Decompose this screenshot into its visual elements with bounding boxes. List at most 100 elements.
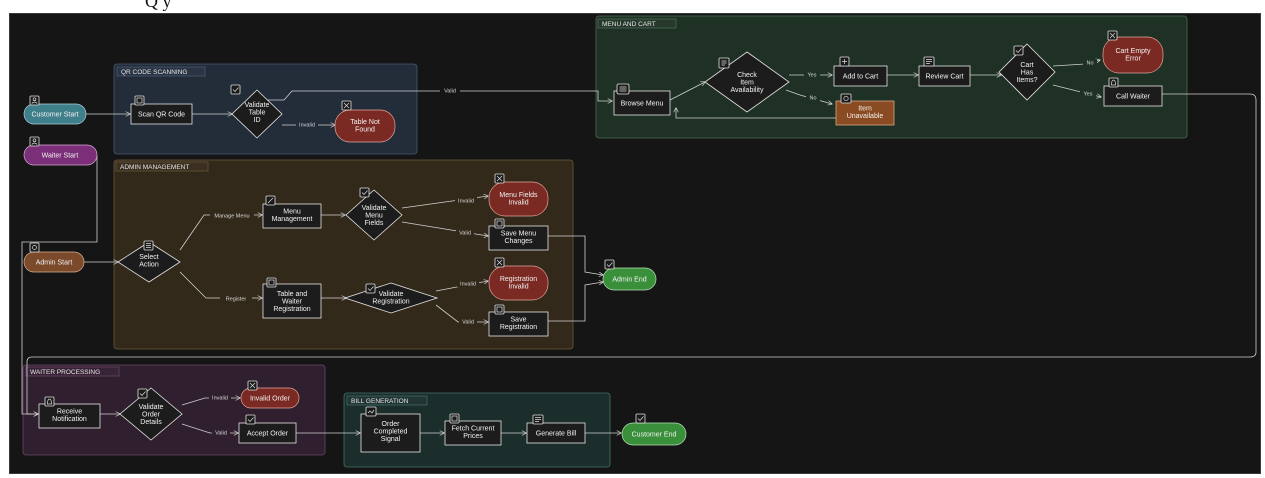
edge-label-valid-reg: Valid xyxy=(462,320,474,326)
node-label-line: Invalid xyxy=(508,200,528,207)
node-admin-start: Admin Start xyxy=(23,251,85,273)
node-customer-start: Customer Start xyxy=(23,103,87,125)
edge-label-valid-qr: Valid xyxy=(444,89,456,95)
node-accept-order: Accept Order xyxy=(238,422,297,444)
list-icon xyxy=(143,240,154,251)
check-icon xyxy=(245,414,256,425)
node-invalid-order: Invalid Order xyxy=(240,387,300,409)
node-label-line: Admin Start xyxy=(36,260,73,267)
node-customer-end: Customer End xyxy=(621,422,687,446)
node-label-line: Registration xyxy=(500,324,537,331)
edge-validate-reg-valid xyxy=(435,304,488,322)
bell-icon xyxy=(1108,77,1119,88)
node-label-line: Waiter xyxy=(282,299,303,306)
node-label-line: Item xyxy=(740,80,754,87)
node-label-line: Scan QR Code xyxy=(138,112,185,119)
user-icon xyxy=(29,95,40,106)
edge-label-valid-menu: Valid xyxy=(459,231,471,237)
node-label-waiter-start: Waiter Start xyxy=(42,153,79,160)
node-label-line: Receive xyxy=(57,409,82,416)
edge-save-reg-to-end xyxy=(548,282,603,322)
node-label-line: Cart xyxy=(1020,62,1033,69)
edge-save-menu-to-end xyxy=(548,235,603,275)
node-label-line: Order xyxy=(142,412,161,419)
save-icon xyxy=(494,218,505,229)
edge-validate-table-valid xyxy=(267,90,612,102)
close-icon xyxy=(247,380,258,391)
node-label-line: Prices xyxy=(463,433,483,440)
node-label-line: Details xyxy=(140,419,162,426)
node-label-line: Save Menu xyxy=(501,231,537,238)
edge-label-yes-cart: Yes xyxy=(1084,92,1093,98)
edit-icon xyxy=(265,195,276,206)
node-label-line: Fetch Current xyxy=(452,426,495,433)
node-label-line: Add to Cart xyxy=(843,74,878,81)
node-label-admin-start: Admin Start xyxy=(36,260,73,267)
node-label-call-waiter: Call Waiter xyxy=(1116,94,1151,101)
close-icon xyxy=(494,257,505,268)
node-label-generate-bill: Generate Bill xyxy=(536,431,577,438)
node-label-line: Item xyxy=(858,106,872,113)
node-review-cart: Review Cart xyxy=(918,65,971,87)
check-icon xyxy=(604,259,615,270)
node-label-line: Accept Order xyxy=(247,431,289,438)
node-label-line: Customer Start xyxy=(31,112,78,119)
node-call-waiter: Call Waiter xyxy=(1103,85,1163,107)
node-label-line: Cart Empty xyxy=(1115,48,1151,55)
node-label-line: Save xyxy=(511,317,527,324)
edge-label-yes-avail: Yes xyxy=(808,73,817,79)
node-label-line: Menu Fields xyxy=(499,192,538,199)
edge-labels: Valid Invalid Yes No No Yes Manage Menu … xyxy=(209,59,1097,437)
edge-label-no-cart: No xyxy=(1086,61,1093,67)
edge-label-invalid-order: Invalid xyxy=(212,396,228,402)
node-label-line: Registration xyxy=(372,299,409,306)
node-label-line: Availability xyxy=(731,87,764,94)
bell-icon xyxy=(44,396,55,407)
group-title-admin: ADMIN MANAGEMENT xyxy=(120,164,189,171)
signal-icon xyxy=(365,406,377,417)
document-icon xyxy=(718,57,730,69)
node-label-add-to-cart: Add to Cart xyxy=(843,74,878,81)
node-label-line: Table and xyxy=(277,291,307,298)
group-title-waiter: WAITER PROCESSING xyxy=(30,369,100,376)
edge-check-no-unavailable xyxy=(785,89,832,104)
node-label-line: Registration xyxy=(500,276,537,283)
node-waiter-start: Waiter Start xyxy=(23,144,98,166)
node-label-customer-start: Customer Start xyxy=(31,112,78,119)
edge-label-manage-menu: Manage Menu xyxy=(214,214,249,220)
node-label-line: Table Not xyxy=(350,119,380,126)
check-icon xyxy=(230,84,241,95)
edge-label-register: Register xyxy=(226,297,247,303)
node-label-line: ID xyxy=(254,117,261,124)
plus-icon xyxy=(839,56,850,67)
top-caption-strip: Q y xyxy=(0,0,1265,14)
edge-unavailable-to-browse xyxy=(676,108,836,119)
node-label-line: Invalid xyxy=(508,284,528,291)
node-label-customer-end: Customer End xyxy=(632,432,677,439)
